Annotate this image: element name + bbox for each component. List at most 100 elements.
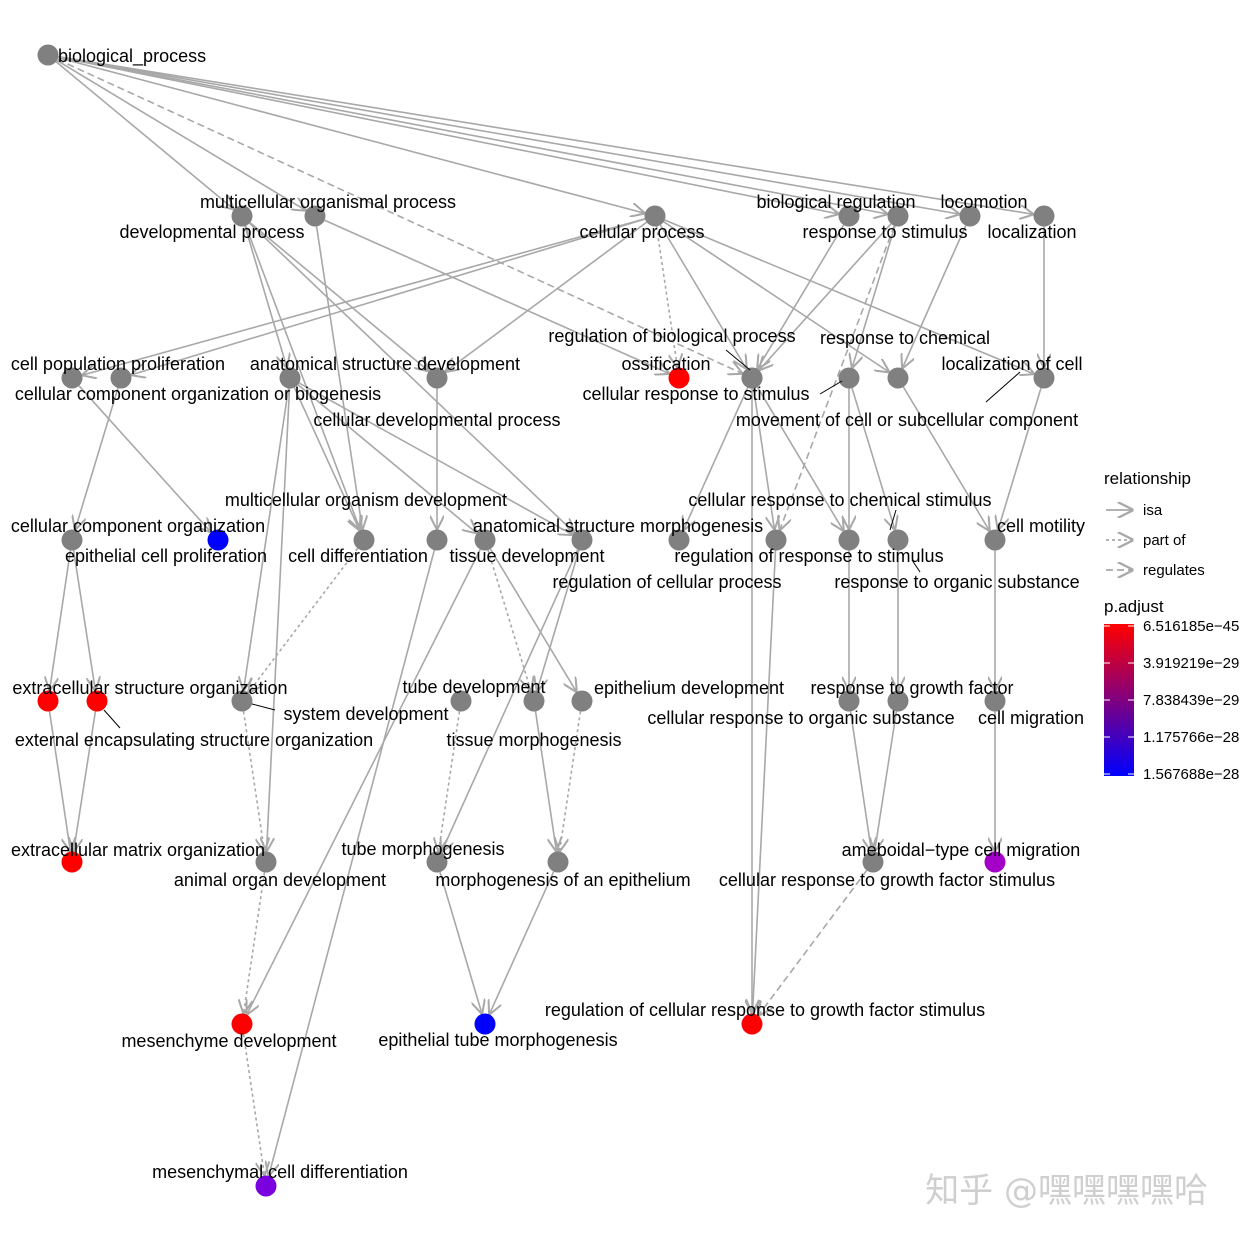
edges-layer bbox=[48, 55, 1044, 1175]
node-breg bbox=[838, 205, 860, 227]
label-leader-crs bbox=[819, 380, 843, 395]
node-label-asd: anatomical structure development bbox=[250, 354, 520, 374]
node-label-ccrcs: cellular response to chemical stimulus bbox=[688, 490, 991, 510]
node-label-cco: cellular component organization bbox=[11, 516, 265, 536]
nodes-layer bbox=[37, 44, 1055, 1197]
edge-isa-bp-breg bbox=[58, 56, 837, 214]
node-label-breg: biological regulation bbox=[756, 192, 915, 212]
node-label-cmot: cell motility bbox=[997, 516, 1085, 536]
node-label-crgf: cellular response to growth factor stimu… bbox=[719, 870, 1055, 890]
padjust-tick-5: 1.567688e−28 bbox=[1143, 766, 1239, 783]
edge-isa-asd-aod bbox=[267, 388, 291, 850]
edge-isa-crs-ccrcs bbox=[756, 386, 843, 530]
edge-isa-asd-tdev bbox=[297, 384, 476, 533]
edge-isa-tdev-epd bbox=[489, 548, 576, 691]
node-ros bbox=[887, 529, 909, 551]
node-label-loco: locomotion bbox=[940, 192, 1027, 212]
edge-partof-mod-sysd bbox=[249, 547, 359, 691]
edge-isa-rts-rchem bbox=[852, 225, 896, 367]
node-mcd bbox=[255, 1175, 277, 1197]
edge-isa-mop-mod bbox=[315, 226, 363, 528]
edge-isa-eso-emo bbox=[48, 711, 71, 850]
node-label-tubd: tube development bbox=[402, 677, 545, 697]
edge-isa-cp-cdp bbox=[446, 221, 648, 371]
edge-regulates-crgf-rcrgf bbox=[759, 869, 868, 1014]
padjust-tick-1: 6.516185e−45 bbox=[1143, 618, 1239, 635]
edge-isa-rrs-rcrgf bbox=[753, 550, 777, 1012]
node-rcp bbox=[668, 529, 690, 551]
label-leader-rbp bbox=[725, 349, 751, 371]
node-label-sysd: system development bbox=[283, 704, 448, 724]
padjust-tick-2: 3.919219e−29 bbox=[1143, 655, 1239, 672]
legend-partof-label: part of bbox=[1143, 532, 1186, 549]
node-label-emo: extracellular matrix organization bbox=[11, 840, 265, 860]
node-label-ccob: cellular component organization or bioge… bbox=[15, 384, 381, 404]
node-cmot bbox=[984, 529, 1006, 551]
edge-isa-dev-asm bbox=[249, 222, 574, 532]
node-mop bbox=[304, 205, 326, 227]
edge-isa-cdiff-mcd bbox=[269, 549, 436, 1175]
node-bp bbox=[37, 44, 59, 66]
node-locc bbox=[1033, 367, 1055, 389]
node-cmig bbox=[984, 690, 1006, 712]
node-label-cdp: cellular developmental process bbox=[313, 410, 560, 430]
node-crs bbox=[741, 367, 763, 389]
edge-isa-bp-dev bbox=[55, 61, 233, 209]
node-rts bbox=[887, 205, 909, 227]
node-cp bbox=[644, 205, 666, 227]
edge-isa-rbp-rrs bbox=[752, 388, 775, 528]
node-label-rrs: regulation of response to stimulus bbox=[674, 546, 943, 566]
node-label-tdev: tissue development bbox=[449, 546, 604, 566]
legend-isa-label: isa bbox=[1143, 502, 1163, 519]
node-ossi bbox=[668, 367, 690, 389]
edge-isa-asm-tubm bbox=[442, 549, 579, 852]
node-epd bbox=[571, 690, 593, 712]
edge-isa-bp-cp bbox=[57, 56, 644, 213]
node-ecp bbox=[207, 529, 229, 551]
node-ccob bbox=[110, 367, 132, 389]
node-label-mcsc: movement of cell or subcellular componen… bbox=[736, 410, 1078, 430]
node-cdiff bbox=[426, 529, 448, 551]
node-label-epd: epithelium development bbox=[594, 678, 784, 698]
node-label-rcrgf: regulation of cellular response to growt… bbox=[545, 1000, 985, 1020]
edge-isa-cco-eso bbox=[50, 550, 72, 689]
edge-isa-cp-crs bbox=[659, 224, 746, 368]
node-dev bbox=[231, 205, 253, 227]
node-loc bbox=[1033, 205, 1055, 227]
node-label-asm: anatomical structure morphogenesis bbox=[473, 516, 763, 536]
edge-partof-aod-mesd bbox=[244, 872, 266, 1012]
node-asm bbox=[571, 529, 593, 551]
edge-isa-cp-mcsc bbox=[663, 221, 889, 372]
label-leader-sysd bbox=[251, 703, 276, 711]
edge-isa-rts-crs bbox=[760, 223, 892, 370]
node-mcsc bbox=[887, 367, 909, 389]
node-label-cp: cellular process bbox=[579, 222, 704, 242]
node-emo bbox=[61, 851, 83, 873]
node-amcm bbox=[984, 851, 1006, 873]
edge-isa-breg-rbp bbox=[758, 224, 845, 368]
node-label-crs: cellular response to stimulus bbox=[582, 384, 809, 404]
label-connectors bbox=[103, 349, 1021, 729]
legend-relationship-title: relationship bbox=[1104, 469, 1191, 488]
edge-isa-rchem-ros bbox=[851, 387, 895, 529]
node-label-tmor: tissue morphogenesis bbox=[446, 730, 621, 750]
node-ccrcs bbox=[838, 529, 860, 551]
node-rgf bbox=[887, 690, 909, 712]
edge-isa-cpp-ecp bbox=[78, 385, 210, 532]
node-loco bbox=[959, 205, 981, 227]
edge-isa-asm-tmor bbox=[537, 549, 580, 690]
node-moe bbox=[547, 851, 569, 873]
edge-isa-asd-mod bbox=[293, 387, 359, 530]
node-label-mesd: mesenchyme development bbox=[121, 1031, 336, 1051]
node-label-amcm: ameboidal−type cell migration bbox=[842, 840, 1081, 860]
edge-isa-locc-cmot bbox=[998, 387, 1042, 529]
node-label-ros: response to organic substance bbox=[834, 572, 1079, 592]
node-eso bbox=[37, 690, 59, 712]
edge-isa-tdev-mesd bbox=[247, 549, 482, 1013]
edge-regulates-rts-rrs bbox=[780, 225, 896, 529]
node-label-rcp: regulation of cellular process bbox=[552, 572, 781, 592]
node-label-mop: multicellular organismal process bbox=[200, 192, 456, 212]
edge-isa-cco-eeso bbox=[72, 550, 96, 689]
edge-isa-bp-loco bbox=[58, 56, 958, 214]
edge-isa-cp-cpp bbox=[83, 218, 646, 375]
